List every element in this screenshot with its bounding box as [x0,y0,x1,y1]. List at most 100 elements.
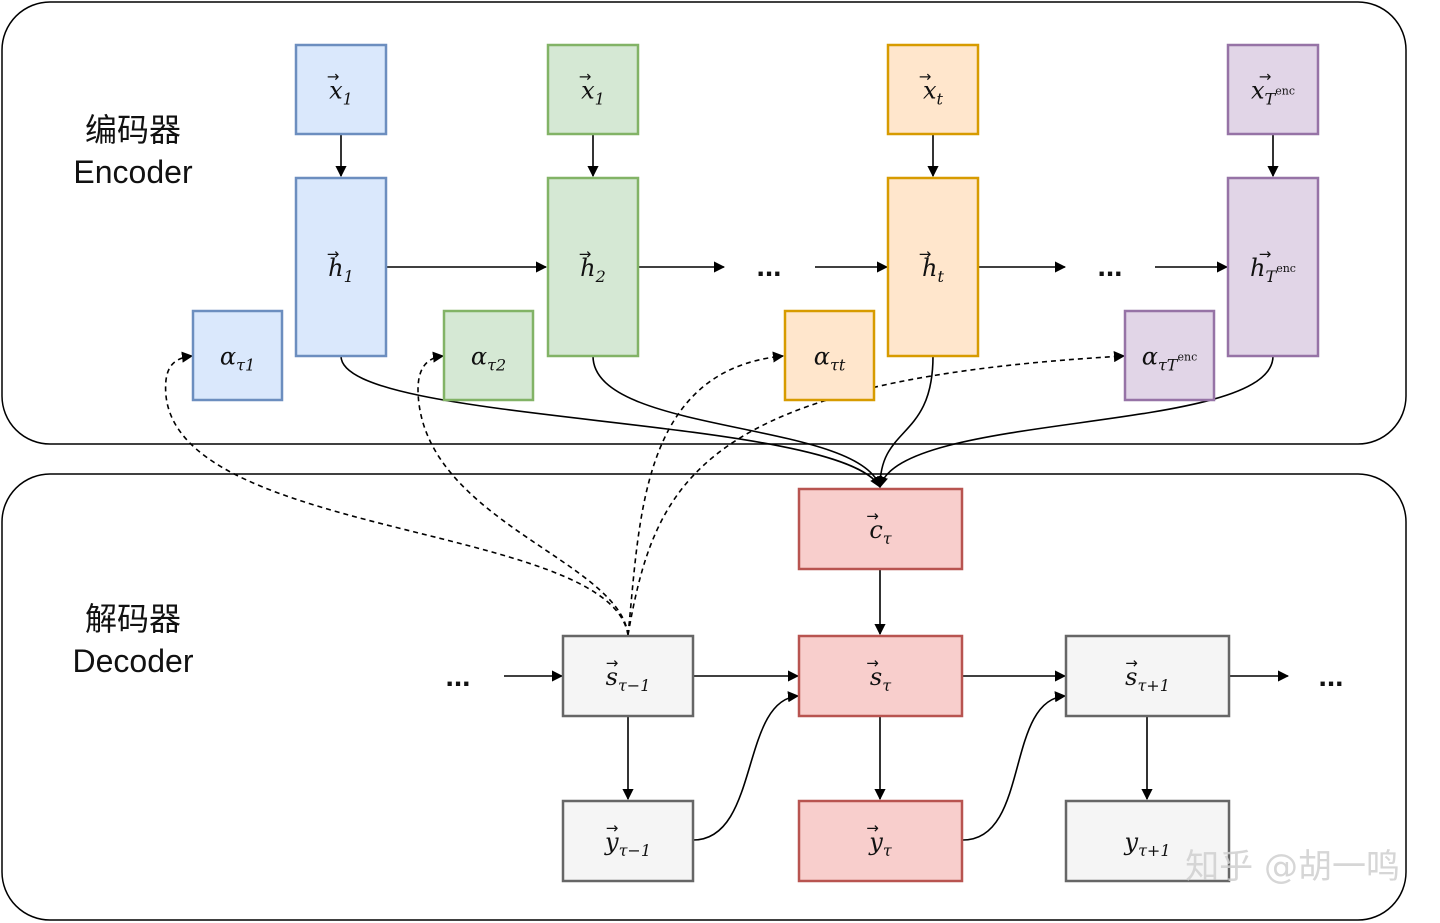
decoder-state-3-subscript: τ+1 [1137,676,1169,695]
decoder-output-3: yτ+1 [1064,799,1231,883]
input-x-1-label: x1 [329,77,353,109]
decoder-state-1-vector-arrow-icon: → [606,654,619,672]
edge-s-alpha1 [165,351,629,636]
edge-h1-context [340,355,881,488]
attention-alpha-3-label: ατt [814,343,846,375]
attention-alpha-4: ατTenc [1123,309,1216,402]
context-vector-label: cτ [869,516,892,548]
input-x-2-box [546,43,640,136]
attention-alpha-1-subscript: τ1 [236,356,255,375]
input-x-3: xt → [886,43,980,136]
decoder-output-2: yτ→ [797,799,964,883]
decoder-state-1-label: sτ−1 [606,663,651,695]
attention-alpha-3-box [783,309,876,402]
edge-h2-context [592,355,883,489]
decoder-output-3-subscript: τ+1 [1138,841,1170,860]
attention-alpha-4-symbol: α [1142,343,1158,371]
decoder-output-1-vector-arrow-icon: → [606,819,619,837]
decoder-output-1-symbol: y [604,828,619,856]
input-x-4-superscript: enc [1275,85,1295,98]
hidden-h-3-box [886,176,980,358]
input-x-3-vector-arrow-icon: → [919,68,932,86]
decoder-output-2-label: yτ [868,828,893,860]
input-x-1: x1→ [294,43,388,136]
encoder-title-en: Encoder [73,154,193,190]
hidden-h-2-symbol: h [580,254,595,282]
edges-layer [165,134,1290,841]
input-x-1-box [294,43,388,136]
hidden-h-4-label: hTenc [1250,254,1296,286]
decoder-state-2-label: sτ [870,663,892,695]
decoder-output-1: yτ−1→ [561,799,695,883]
encoder-ellipsis-1: ... [756,250,781,283]
hidden-h-3-vector-arrow-icon: → [919,245,932,263]
input-x-1-vector-arrow-icon: → [327,68,340,86]
decoder-state-3-label: sτ+1 [1125,663,1170,695]
decoder-output-1-label: yτ−1 [604,828,651,860]
hidden-h-1-vector-arrow-icon: → [327,245,340,263]
input-x-3-subscript: t [937,90,944,109]
hidden-h-1-subscript: 1 [344,267,354,286]
decoder-state-3-box [1064,634,1231,718]
decoder-state-3: sτ+1→ [1064,634,1231,718]
edge-hT-context [877,355,1274,489]
attention-alpha-2-subscript: τ2 [487,356,506,375]
edge-s-alpha2 [417,351,629,636]
hidden-h-2-label: h2 [580,254,606,286]
decoder-output-2-vector-arrow-icon: → [866,819,879,837]
decoder-state-1-box [561,634,695,718]
decoder-state-1-subscript: τ−1 [618,676,650,695]
watermark: 知乎 @胡一鸣 [1185,847,1400,887]
hidden-h-3-label: ht [922,254,944,286]
decoder-output-1-box [561,799,695,883]
hidden-h-4-vector-arrow-icon: → [1259,245,1272,263]
attention-alpha-4-subscript: τT [1158,356,1179,375]
input-x-4-subscript: T [1265,90,1277,109]
decoder-state-2-vector-arrow-icon: → [866,654,879,672]
decoder-state-2: sτ→ [797,634,964,718]
hidden-h-3-symbol: h [922,254,937,282]
hidden-h-1-box [294,176,388,358]
input-x-2-label: x1 [581,77,605,109]
edge-yprev-s [692,691,800,841]
decoder-output-3-label: yτ+1 [1124,828,1171,860]
attention-alpha-2-symbol: α [471,343,487,371]
decoder-state-2-subscript: τ [882,676,892,695]
input-x-3-symbol: x [923,77,937,105]
hidden-h-4-superscript: enc [1276,262,1296,275]
input-x-2-symbol: x [581,77,595,105]
input-x-2-vector-arrow-icon: → [579,68,592,86]
encoder-ellipsis-2: ... [1097,250,1122,283]
decoder-title-zh: 解码器 [85,601,181,637]
input-x-3-box [886,43,980,136]
decoder-state-3-symbol: s [1125,663,1137,691]
hidden-h-4-box [1226,176,1320,358]
hidden-h-4: hTenc→ [1226,176,1320,358]
edge-s-alphaT [627,350,1126,636]
hidden-h-2-box [546,176,640,358]
decoder-output-1-subscript: τ−1 [619,841,651,860]
decoder-state-2-box [797,634,964,718]
input-x-1-symbol: x [329,77,343,105]
decoder-panel [1,473,1407,921]
hidden-h-1: h1→ [294,176,388,358]
hidden-h-2-subscript: 2 [595,267,606,286]
attention-alpha-2: ατ2 [442,309,535,402]
hidden-h-3-subscript: t [938,267,945,286]
input-x-4-vector-arrow-icon: → [1259,68,1272,86]
attention-alpha-1-box [191,309,284,402]
hidden-h-2-vector-arrow-icon: → [579,245,592,263]
attention-alpha-4-box [1123,309,1216,402]
context-vector-subscript: τ [883,529,893,548]
attention-alpha-3-symbol: α [814,343,830,371]
input-x-2-subscript: 1 [595,90,605,109]
input-x-4: xTenc→ [1226,43,1320,136]
input-x-4-symbol: x [1251,77,1265,105]
decoder-state-3-vector-arrow-icon: → [1125,654,1138,672]
attention-alpha-2-box [442,309,535,402]
decoder-state-1-symbol: s [606,663,618,691]
attention-alpha-4-label: ατTenc [1142,343,1198,375]
hidden-h-3: ht→ [886,176,980,358]
